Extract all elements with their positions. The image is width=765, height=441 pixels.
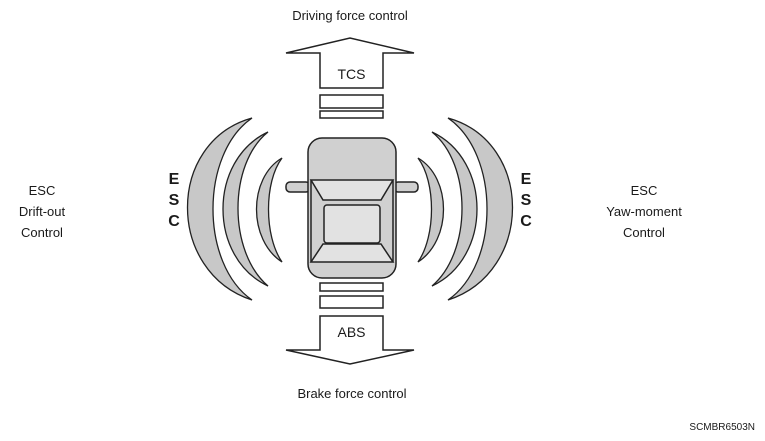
brake-force-arrow xyxy=(285,282,415,365)
windshield xyxy=(309,179,395,201)
left-arc-outer xyxy=(186,117,253,301)
right-esc-letter-e: E xyxy=(520,171,532,188)
drift-out-label-line1: ESC xyxy=(28,183,56,198)
left-esc-letter-c: C xyxy=(168,213,180,230)
right-mirror xyxy=(393,181,419,193)
left-mirror xyxy=(285,181,311,193)
right-esc-letter-c: C xyxy=(520,213,532,230)
yaw-moment-label-line2: Yaw-moment xyxy=(606,204,682,219)
left-arc-inner xyxy=(255,157,283,263)
left-arc-middle xyxy=(222,131,269,287)
tcs-label: TCS xyxy=(337,66,366,82)
left-esc-letter-s: S xyxy=(168,192,180,209)
yaw-moment-label-line1: ESC xyxy=(630,183,658,198)
right-arc-middle xyxy=(431,131,478,287)
right-yaw-arcs xyxy=(417,117,514,301)
drift-out-label-line3: Control xyxy=(21,225,63,240)
driving-force-arrow xyxy=(285,37,415,119)
vehicle xyxy=(285,137,419,279)
drift-out-label-line2: Drift-out xyxy=(18,204,66,219)
abs-label: ABS xyxy=(337,324,366,340)
rear-window xyxy=(309,243,395,263)
left-esc-letter-e: E xyxy=(168,171,180,188)
left-yaw-arcs xyxy=(186,117,283,301)
roof xyxy=(323,204,381,244)
right-arc-inner xyxy=(417,157,445,263)
right-esc-letter-s: S xyxy=(520,192,532,209)
yaw-moment-label-line3: Control xyxy=(623,225,665,240)
brake-force-label: Brake force control xyxy=(297,386,407,401)
figure-code: SCMBR6503N xyxy=(689,422,755,433)
driving-force-label: Driving force control xyxy=(292,8,408,23)
right-arc-outer xyxy=(447,117,514,301)
